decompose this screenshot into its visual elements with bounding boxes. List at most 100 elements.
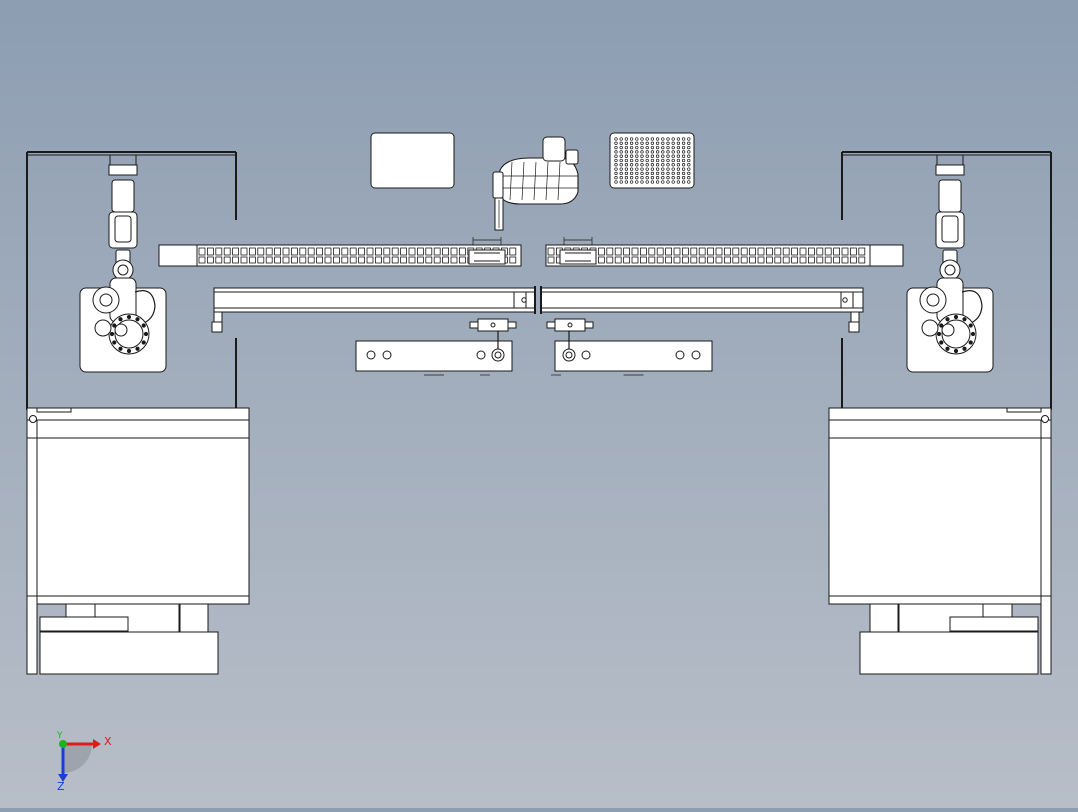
tray-hole	[671, 176, 675, 180]
turntable-bolt	[112, 340, 117, 345]
tray-hole	[650, 145, 655, 150]
chain-link	[648, 256, 656, 264]
chain-link	[757, 247, 765, 256]
turntable-bolt	[953, 348, 959, 354]
tray-hole	[635, 158, 639, 163]
chain-link	[265, 256, 273, 264]
tray-hole	[635, 154, 639, 158]
gripper-body	[935, 164, 965, 176]
x-axis-label: X	[104, 735, 112, 748]
carriage-right[interactable]	[546, 318, 594, 332]
chain-link	[257, 256, 265, 264]
chain-link	[707, 256, 714, 264]
chain-link	[408, 256, 416, 264]
tray-hole	[671, 150, 675, 154]
tray-hole	[624, 176, 629, 180]
axis-motor	[94, 319, 112, 337]
turntable-bolt	[936, 331, 942, 337]
linear-rail-right[interactable]	[540, 286, 864, 333]
cabinet-left[interactable]	[26, 407, 250, 675]
y-axis-dot	[59, 740, 67, 748]
mounting-plate-left[interactable]	[355, 331, 513, 376]
linear-rail-left[interactable]	[211, 286, 536, 333]
plate-hole	[366, 350, 376, 360]
axis-motor-small	[114, 323, 128, 337]
chain-link	[640, 256, 647, 264]
tray-plain[interactable]	[370, 132, 455, 189]
tray-hole	[650, 180, 655, 184]
chain-link	[374, 247, 382, 256]
tray-hole	[624, 154, 629, 158]
chain-link	[656, 256, 664, 264]
cabinet-right[interactable]	[828, 407, 1052, 675]
tray-hole	[655, 163, 660, 167]
tray-hole	[629, 145, 634, 150]
lid-tab	[36, 407, 72, 413]
tray-hole	[619, 158, 623, 163]
tray-hole	[676, 141, 681, 145]
chain-link	[366, 247, 374, 256]
tray-hole	[681, 163, 686, 167]
turntable-bolt	[939, 323, 944, 328]
robot-left[interactable]	[79, 155, 167, 373]
chain-link	[808, 256, 815, 264]
cable-chain-right[interactable]	[545, 237, 904, 267]
chain-link	[841, 247, 849, 256]
tray-hole	[666, 154, 670, 158]
chain-carriage	[468, 249, 506, 265]
chain-link	[707, 247, 714, 256]
tray-hole	[661, 171, 665, 176]
chain-link	[715, 256, 723, 264]
tray-hole	[661, 154, 665, 158]
forearm-cover	[114, 215, 132, 243]
tray-hole	[650, 154, 655, 158]
tray-hole	[624, 150, 629, 154]
tray-hole	[614, 150, 618, 154]
enclosure-left[interactable]	[26, 151, 237, 410]
chain-link	[791, 256, 798, 264]
turntable-bolt	[953, 314, 959, 320]
tray-hole	[687, 167, 691, 171]
chain-link	[332, 247, 340, 256]
gripper-motor[interactable]	[492, 136, 579, 231]
housing-rib	[557, 161, 561, 201]
chain-link	[223, 256, 231, 264]
tray-hole	[635, 171, 639, 176]
robot-right[interactable]	[906, 155, 994, 373]
corner-bolt	[29, 415, 37, 423]
chain-link	[425, 247, 433, 256]
x-axis-arrowhead	[93, 739, 101, 749]
tray-hole	[635, 180, 639, 184]
tray-hole	[666, 180, 670, 184]
chain-link	[606, 247, 614, 256]
tray-hole	[676, 145, 681, 150]
turntable-bolt	[109, 331, 115, 337]
chain-link	[248, 256, 256, 264]
tray-hole	[666, 171, 670, 176]
tray-perforated[interactable]	[609, 132, 695, 189]
base-foot	[949, 616, 1039, 632]
carriage-left[interactable]	[469, 318, 517, 332]
chain-link	[450, 256, 458, 264]
turntable-bolt	[970, 331, 976, 337]
rail-foot-pad	[211, 321, 223, 333]
tray-hole	[661, 150, 665, 154]
chain-link	[408, 247, 416, 256]
enclosure-right[interactable]	[841, 151, 1052, 410]
chain-link	[740, 247, 748, 256]
housing-rib	[509, 161, 513, 201]
chain-link	[391, 256, 399, 264]
cabinet-leg	[1040, 595, 1052, 675]
chain-link	[324, 247, 332, 256]
base-block	[859, 631, 1039, 675]
mounting-plate-right[interactable]	[551, 331, 713, 376]
cable-chain-left[interactable]	[158, 237, 522, 267]
chain-link	[215, 247, 223, 256]
chain-link	[299, 256, 307, 264]
cable-loop	[134, 290, 156, 325]
tray-hole	[650, 137, 655, 141]
triad-shade	[63, 744, 92, 773]
chain-link	[265, 247, 273, 256]
